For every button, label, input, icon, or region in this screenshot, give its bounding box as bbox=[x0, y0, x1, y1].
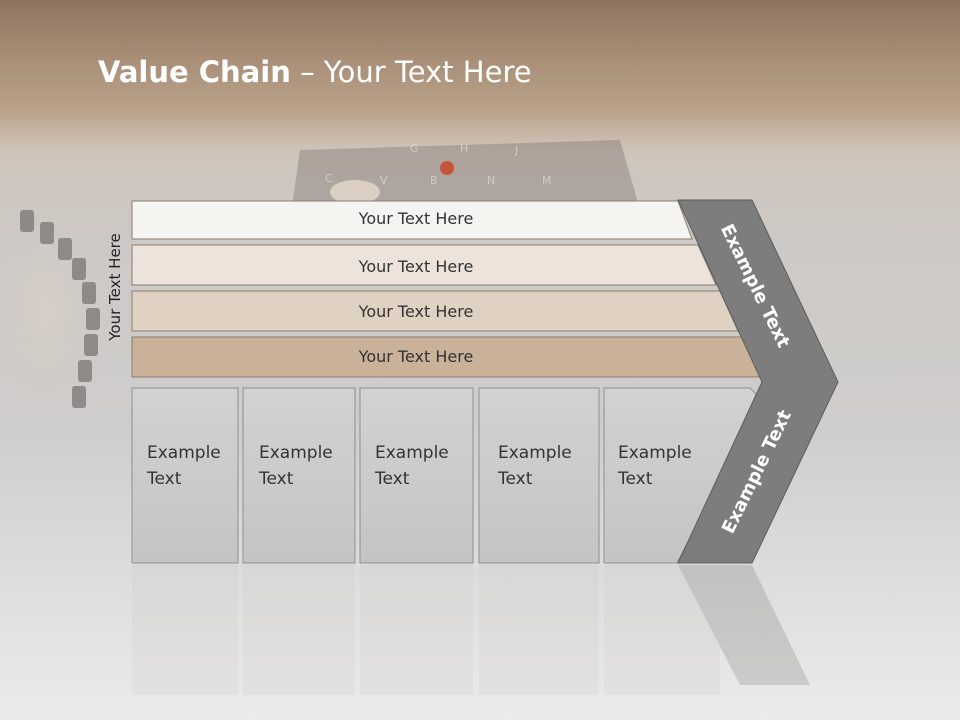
page-title: Value Chain – Your Text Here bbox=[98, 55, 532, 89]
title-bold: Value Chain bbox=[98, 55, 291, 89]
box-4 bbox=[478, 387, 600, 564]
svg-text:N: N bbox=[487, 174, 495, 187]
box-1 bbox=[131, 387, 239, 564]
bar-1 bbox=[131, 200, 693, 240]
svg-text:G: G bbox=[410, 142, 419, 155]
chevron-arrow bbox=[677, 199, 839, 564]
box-5-line2: Text bbox=[618, 469, 653, 489]
svg-text:H: H bbox=[460, 142, 468, 155]
box-4-line2: Text bbox=[498, 469, 533, 489]
bar-2-label: Your Text Here bbox=[358, 257, 474, 276]
box-1-line2: Text bbox=[147, 469, 182, 489]
box-3-line1: Example bbox=[375, 443, 449, 463]
title-rest: – Your Text Here bbox=[290, 55, 532, 89]
box-2-line2: Text bbox=[259, 469, 294, 489]
box-4-line1: Example bbox=[498, 443, 572, 463]
bar-3-label: Your Text Here bbox=[358, 302, 474, 321]
bar-2 bbox=[131, 244, 717, 286]
svg-text:M: M bbox=[542, 174, 552, 187]
svg-text:V: V bbox=[380, 174, 388, 187]
svg-text:B: B bbox=[430, 174, 438, 187]
svg-text:J: J bbox=[514, 144, 518, 157]
svg-text:C: C bbox=[325, 172, 333, 185]
box-3 bbox=[359, 387, 474, 564]
box-5-line1: Example bbox=[618, 443, 692, 463]
box-1-line1: Example bbox=[147, 443, 221, 463]
box-2-line1: Example bbox=[259, 443, 333, 463]
box-2 bbox=[242, 387, 356, 564]
bar-1-label: Your Text Here bbox=[358, 209, 474, 228]
side-label: Your Text Here bbox=[106, 233, 124, 341]
bar-4-label: Your Text Here bbox=[358, 347, 474, 366]
box-3-line2: Text bbox=[375, 469, 410, 489]
